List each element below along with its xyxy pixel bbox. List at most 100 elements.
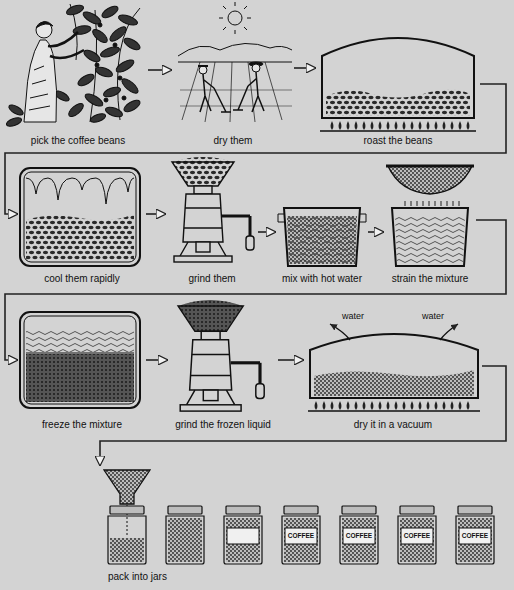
process-arrow	[146, 213, 166, 215]
picker-illustration	[100, 4, 120, 20]
stage-caption: strain the mixture	[386, 272, 474, 286]
process-stage: pack into jars	[96, 466, 502, 584]
process-stage: pick the coffee beans	[8, 4, 148, 148]
strainer-illustration	[388, 166, 472, 194]
jars-illustration	[224, 506, 262, 564]
freezer-illustration	[24, 316, 136, 404]
freezer-illustration	[26, 330, 134, 352]
jars-illustration	[104, 470, 150, 504]
process-stage: grind them	[166, 156, 258, 286]
grinder-illustration	[172, 162, 254, 262]
picker-illustration	[65, 3, 85, 17]
strainer-illustration	[386, 165, 474, 168]
process-arrow	[5, 84, 506, 214]
connector-layer	[5, 68, 506, 466]
picker-illustration	[95, 63, 99, 67]
picker-illustration	[5, 116, 22, 128]
process-stage: strain the mixture	[384, 156, 476, 286]
jars-illustration	[343, 528, 375, 544]
freezer-illustration	[20, 312, 140, 408]
picker-illustration	[122, 98, 142, 114]
vacuum-dryer-illustration	[314, 400, 474, 410]
picker-illustration	[67, 101, 86, 119]
drying-field-illustration	[252, 64, 260, 72]
process-arrow	[294, 67, 316, 69]
picker-illustration	[36, 21, 53, 28]
pot-illustration	[287, 216, 357, 264]
vacuum-dryer-illustration	[310, 334, 478, 398]
picker-illustration	[36, 22, 52, 38]
illustration-label: COFFEE	[459, 528, 491, 544]
picker-illustration	[98, 23, 102, 27]
pot-illustration	[287, 216, 357, 264]
stage-caption: dry it in a vacuum	[306, 418, 480, 432]
jars-illustration	[227, 528, 259, 544]
jars-illustration	[285, 528, 317, 544]
picker-illustration	[81, 10, 102, 27]
picker-illustration	[113, 43, 117, 47]
stage-caption: cool them rapidly	[20, 272, 144, 286]
cooler-illustration	[20, 168, 140, 266]
stage-caption: pick the coffee beans	[10, 134, 146, 148]
pot-illustration	[284, 208, 360, 266]
vacuum-dryer-illustration	[308, 324, 480, 411]
cooler-illustration	[26, 178, 134, 204]
picker-illustration	[82, 48, 102, 64]
stage-caption: roast the beans	[318, 134, 478, 148]
jars-illustration	[168, 518, 202, 562]
freezer-illustration	[26, 354, 134, 402]
roaster-illustration	[320, 130, 476, 132]
jars-illustration	[400, 518, 434, 562]
strainer-illustration	[392, 208, 468, 266]
jars-illustration	[284, 518, 318, 562]
jars-illustration	[110, 538, 144, 562]
pot-illustration	[278, 214, 366, 222]
frozen-grinder-illustration	[178, 306, 243, 331]
process-stage: freeze the mixture	[18, 308, 146, 432]
illustration-label: COFFEE	[343, 528, 375, 544]
jars-illustration	[340, 506, 378, 564]
grinder-illustration	[172, 162, 234, 186]
cooler-illustration	[26, 214, 134, 260]
jars-illustration	[398, 506, 436, 564]
jars-illustration	[282, 506, 320, 564]
drying-field-illustration	[178, 62, 292, 63]
roaster-illustration	[320, 38, 476, 131]
process-stage: cool them rapidly	[18, 160, 146, 286]
process-arrow	[5, 220, 506, 360]
drying-field-illustration	[219, 2, 251, 34]
grinder-illustration	[172, 157, 254, 262]
picker-illustration	[102, 85, 122, 99]
picker-illustration	[99, 45, 121, 59]
process-arrow	[146, 359, 168, 361]
process-arrow	[148, 69, 172, 71]
jars-illustration	[166, 506, 204, 564]
picker-illustration	[5, 3, 142, 128]
drying-field-illustration	[233, 72, 264, 112]
drying-field-illustration	[200, 74, 231, 112]
frozen-grinder-illustration	[178, 300, 264, 411]
drying-field-illustration	[178, 43, 292, 56]
picker-illustration	[83, 92, 104, 109]
stage-caption: grind the frozen liquid	[170, 418, 276, 432]
picker-illustration	[24, 40, 57, 122]
cooler-illustration	[24, 172, 136, 262]
strainer-illustration	[395, 216, 465, 264]
drying-field-illustration	[228, 11, 242, 25]
process-stage: grind the frozen liquid	[168, 298, 278, 432]
picker-illustration	[104, 105, 124, 119]
cooler-illustration	[20, 168, 140, 266]
jars-illustration	[108, 506, 146, 564]
picker-illustration	[5, 3, 142, 128]
picker-illustration	[120, 77, 140, 96]
roaster-illustration	[322, 38, 474, 118]
picker-illustration	[114, 58, 135, 75]
jars-illustration	[456, 506, 494, 564]
frozen-grinder-illustration	[178, 306, 264, 411]
jars-illustration	[104, 470, 494, 564]
process-arrow	[278, 359, 304, 361]
illustration-label: water	[338, 310, 368, 322]
drying-field-illustration	[182, 62, 282, 122]
